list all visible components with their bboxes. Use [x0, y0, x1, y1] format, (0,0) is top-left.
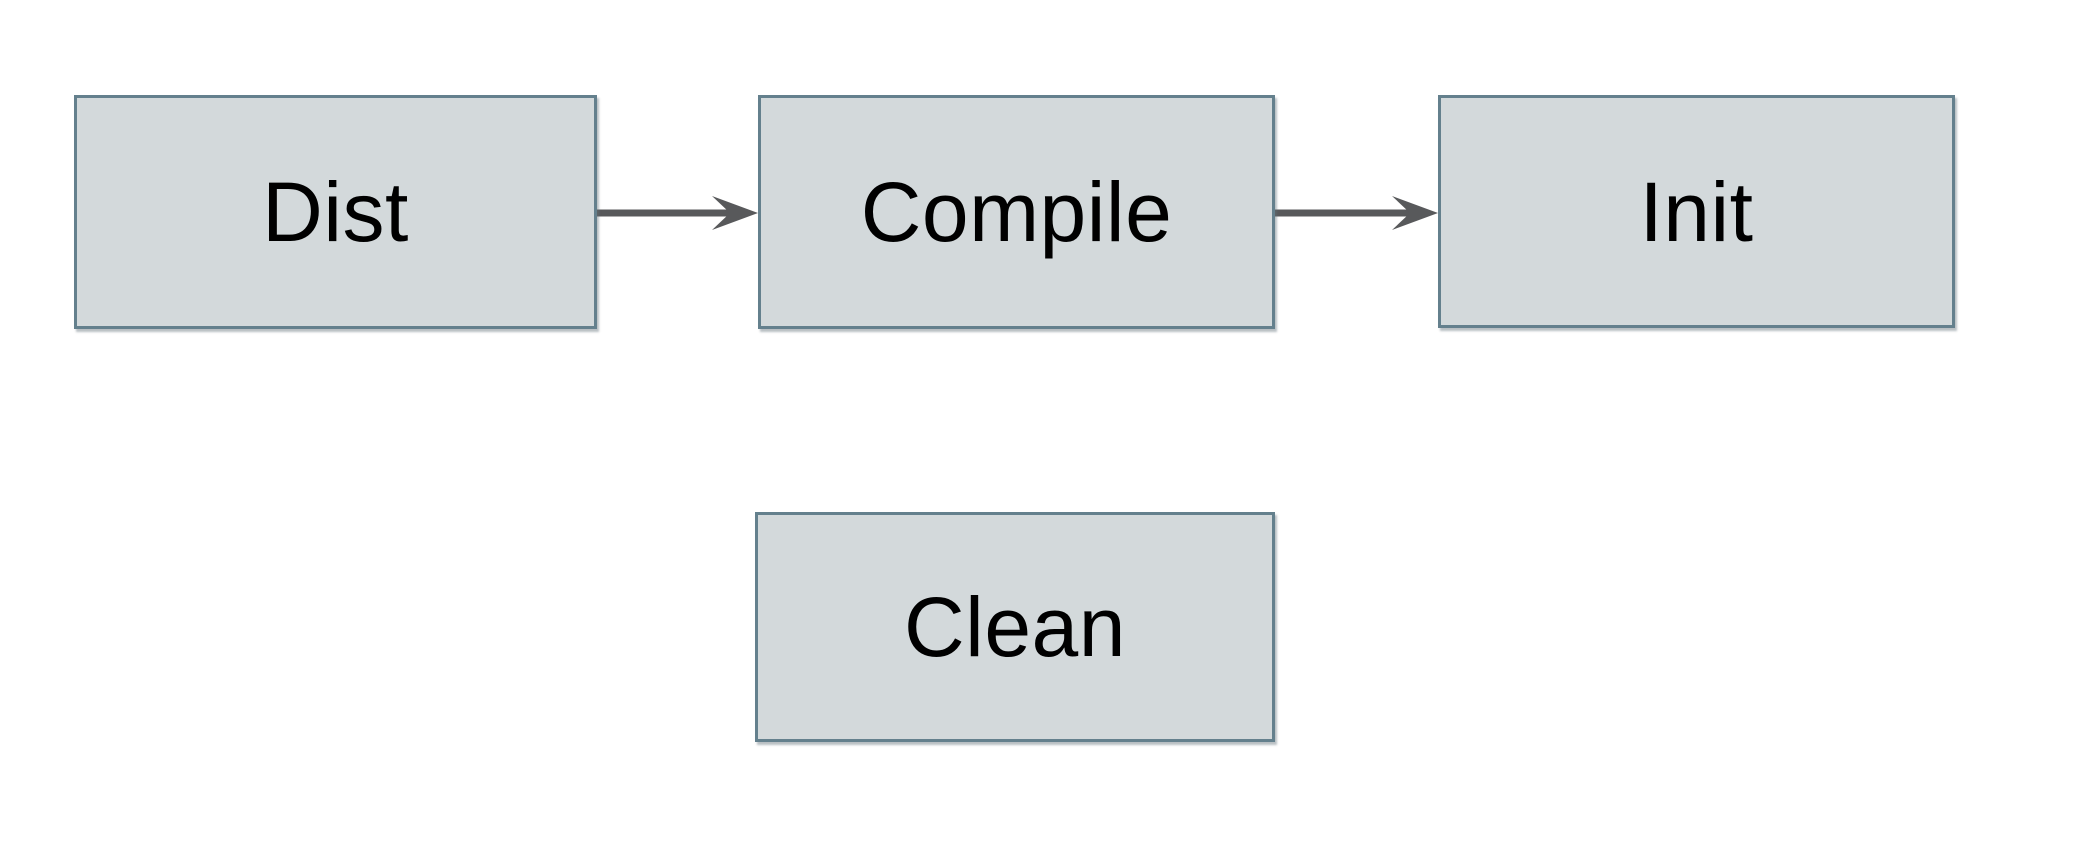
node-compile-label: Compile [860, 165, 1173, 259]
node-init: Init [1438, 95, 1955, 328]
node-compile: Compile [758, 95, 1275, 329]
edge-arrowhead-icon [712, 196, 758, 230]
node-clean: Clean [755, 512, 1275, 742]
node-clean-label: Clean [904, 580, 1126, 674]
node-init-label: Init [1639, 164, 1754, 259]
node-dist: Dist [74, 95, 597, 329]
node-dist-label: Dist [262, 165, 409, 259]
edge-arrowhead-icon [1392, 196, 1438, 230]
